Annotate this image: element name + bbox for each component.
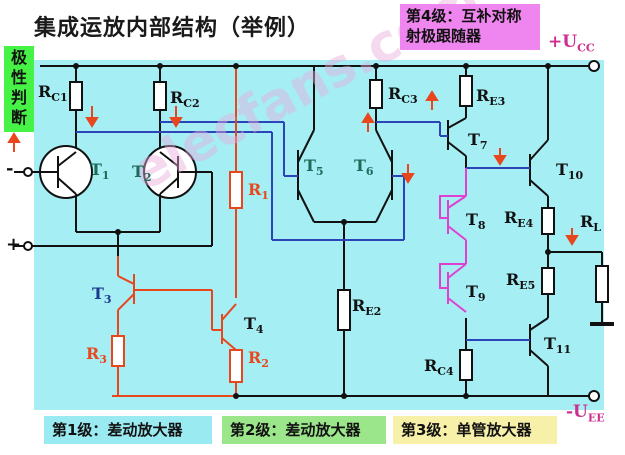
rl-label: RL <box>580 212 602 235</box>
stage3-label: 第3级：单管放大器 <box>393 416 557 444</box>
vee-terminal <box>588 390 600 402</box>
t8-label: T8 <box>466 210 486 233</box>
re2-label: RE2 <box>352 296 382 319</box>
stage4-label: 第4级：互补对称射极跟随器 <box>400 4 540 50</box>
t9-label: T9 <box>466 282 486 305</box>
r1-resistor <box>229 171 243 209</box>
vcc-terminal <box>588 60 600 72</box>
rc1-resistor <box>69 81 83 111</box>
r3-label: R3 <box>86 344 107 367</box>
t2-label: T2 <box>132 162 152 185</box>
plus-input-terminal <box>23 241 33 251</box>
t7-label: T7 <box>468 130 488 153</box>
r2-label: R2 <box>248 348 269 371</box>
plus-input-label: + <box>6 234 22 255</box>
rc4-resistor <box>459 349 473 381</box>
rc1-label: RC1 <box>38 82 68 105</box>
t1-label: T1 <box>90 160 110 183</box>
t3-label: T3 <box>92 284 112 307</box>
t6-label: T6 <box>354 156 374 179</box>
background-panel <box>34 60 604 410</box>
re3-label: RE3 <box>476 86 506 109</box>
t5-label: T5 <box>304 156 324 179</box>
stage1-label: 第1级：差动放大器 <box>44 416 212 444</box>
rc3-label: RC3 <box>388 84 418 107</box>
re4-resistor <box>541 207 555 235</box>
r2-resistor <box>229 349 243 383</box>
polarity-label: 极性判断 <box>4 46 34 132</box>
minus-input-terminal <box>23 167 33 177</box>
stage2-label: 第2级：差动放大器 <box>222 416 386 444</box>
t4-label: T4 <box>244 314 264 337</box>
t10-label: T10 <box>556 160 584 183</box>
rl-resistor <box>595 265 609 303</box>
minus-input-label: - <box>6 158 14 179</box>
re5-resistor <box>541 267 555 295</box>
re3-resistor <box>459 75 473 107</box>
rc2-label: RC2 <box>170 88 200 111</box>
re2-resistor <box>337 289 351 331</box>
r3-resistor <box>111 335 125 367</box>
vee-label: -UEE <box>566 402 605 425</box>
re4-label: RE4 <box>504 208 534 231</box>
rc2-resistor <box>153 81 167 111</box>
vcc-label: +UCC <box>548 32 595 55</box>
diagram-title: 集成运放内部结构（举例） <box>34 16 311 41</box>
rc4-label: RC4 <box>424 356 454 379</box>
t11-label: T11 <box>544 334 572 357</box>
re5-label: RE5 <box>506 270 536 293</box>
r1-label: R1 <box>248 180 269 203</box>
